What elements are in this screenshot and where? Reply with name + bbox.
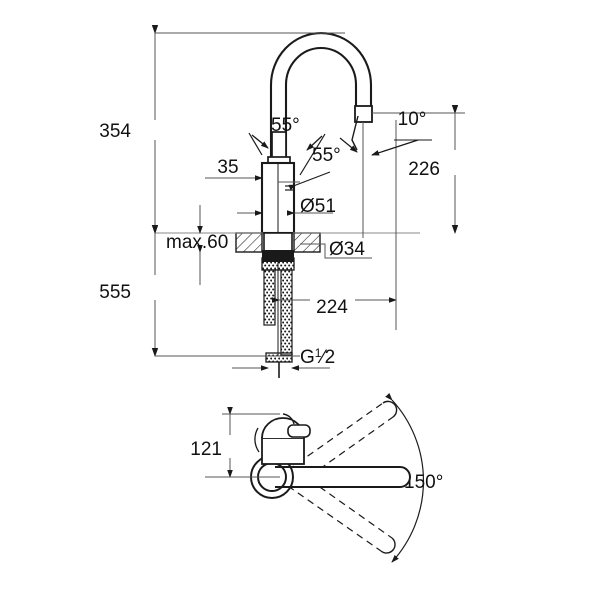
dimension-d51: Ø51 xyxy=(237,181,336,217)
dimension-55deg-right-label: 55° xyxy=(312,145,341,166)
plan-lever-handle xyxy=(287,424,311,438)
mounting-shank xyxy=(261,232,295,271)
dimension-10deg-label: 10° xyxy=(398,109,427,130)
dimension-d34-label: Ø34 xyxy=(329,239,365,260)
dimension-354-label: 354 xyxy=(99,121,131,142)
dimension-224-label: 224 xyxy=(316,297,348,318)
dimension-121: 121 xyxy=(190,407,280,478)
mixer-body xyxy=(260,161,296,235)
spout-end-caps xyxy=(380,400,398,554)
swivel-arc-150: 150° xyxy=(385,392,443,563)
plan-spout xyxy=(275,466,411,488)
dimension-555: 555 xyxy=(99,225,300,357)
dimension-555-label: 555 xyxy=(99,282,131,303)
dimension-150deg-label: 150° xyxy=(404,472,443,493)
top-plan-view: 150° xyxy=(190,392,443,563)
dimension-55deg-right: 55° xyxy=(288,133,341,191)
dimension-121-label: 121 xyxy=(190,439,222,460)
dimension-354: 354 xyxy=(99,25,345,234)
dimension-10deg: 10° xyxy=(339,109,432,238)
dimension-g-half: G1⁄2 xyxy=(232,346,335,371)
dimension-d51-label: Ø51 xyxy=(300,196,336,217)
supply-hoses xyxy=(263,262,293,378)
side-elevation-view: 354 555 max.60 35 Ø51 xyxy=(99,25,465,378)
dimension-55deg-left: 55° xyxy=(248,115,300,156)
dimension-226: 226 xyxy=(372,105,465,234)
dimension-55deg-left-label: 55° xyxy=(271,115,300,136)
lever-handle xyxy=(267,131,291,165)
dimension-max60: max.60 xyxy=(166,205,228,285)
plan-body xyxy=(254,413,311,465)
dimension-35: 35 xyxy=(205,157,263,181)
dimension-35-label: 35 xyxy=(217,157,238,178)
dimension-g-half-label: G1⁄2 xyxy=(300,346,335,368)
dimension-max60-label: max.60 xyxy=(166,232,228,253)
dimension-224: 224 xyxy=(272,120,397,330)
dimension-226-label: 226 xyxy=(408,159,440,180)
dimension-d34: Ø34 xyxy=(300,239,372,260)
